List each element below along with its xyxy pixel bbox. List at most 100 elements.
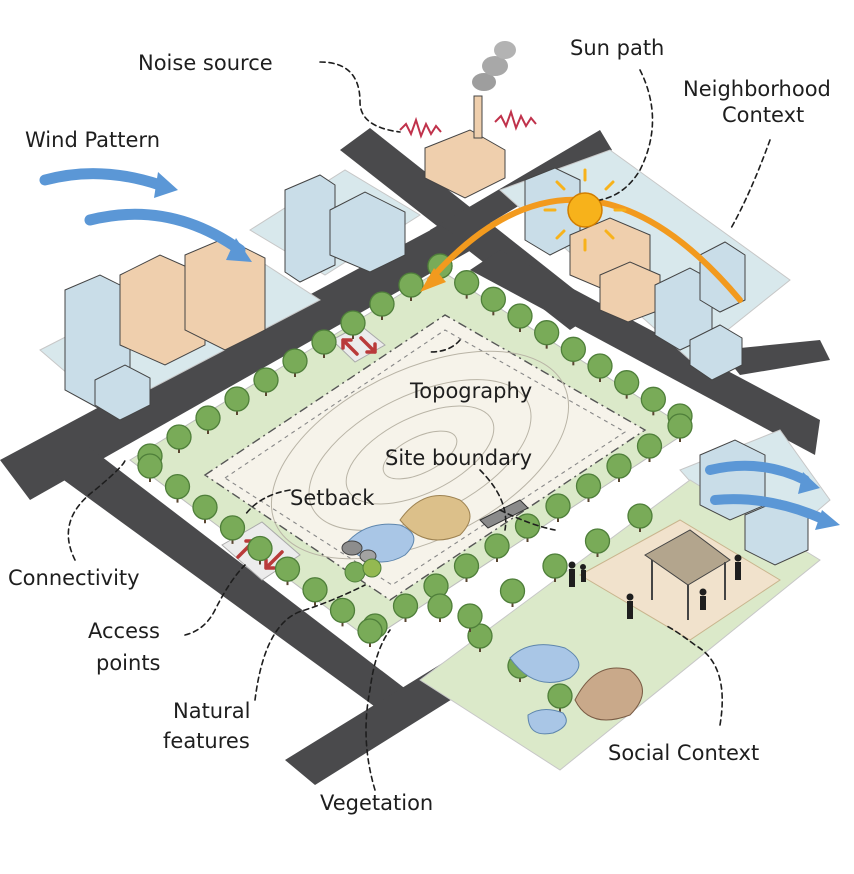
contour bbox=[345, 405, 495, 505]
tree bbox=[560, 336, 586, 362]
label-setback: Setback bbox=[290, 486, 375, 510]
label-noise-source: Noise source bbox=[138, 51, 273, 75]
tree bbox=[340, 310, 366, 336]
access-arrow bbox=[341, 338, 359, 356]
wind-arrow bbox=[84, 208, 246, 256]
buildings bbox=[64, 41, 809, 566]
road-east-main bbox=[470, 250, 820, 455]
wind-arrow-head bbox=[226, 238, 252, 262]
leader bbox=[664, 624, 723, 726]
leader bbox=[184, 564, 246, 636]
tree bbox=[514, 513, 541, 539]
wind-arrow-head bbox=[815, 510, 840, 530]
wind-arrow bbox=[710, 494, 830, 525]
tree bbox=[667, 413, 693, 439]
tree bbox=[614, 370, 640, 396]
building-blue bbox=[689, 324, 743, 381]
tree bbox=[329, 597, 356, 624]
gravel-mound bbox=[574, 667, 643, 721]
tree bbox=[627, 503, 653, 529]
setback-line bbox=[223, 329, 627, 586]
pavilion-roof bbox=[644, 529, 731, 586]
tree bbox=[606, 453, 632, 479]
wind-arrows bbox=[39, 168, 840, 530]
leader bbox=[244, 489, 291, 516]
label-access-points: points bbox=[96, 651, 161, 675]
smoke bbox=[482, 56, 508, 76]
labels: Noise source Sun path Neighborhood Conte… bbox=[8, 36, 831, 815]
leader bbox=[729, 139, 771, 231]
tree bbox=[542, 553, 568, 579]
access-arrow bbox=[359, 336, 377, 354]
site-sand-mound bbox=[399, 495, 471, 541]
shrub bbox=[362, 558, 382, 578]
tree bbox=[499, 578, 526, 604]
tree bbox=[636, 433, 663, 459]
wind-arrow bbox=[705, 460, 810, 485]
noise-wave bbox=[494, 108, 537, 131]
label-neighborhood: Neighborhood bbox=[683, 77, 831, 101]
tree bbox=[484, 533, 510, 559]
boulder bbox=[341, 540, 363, 556]
contour bbox=[382, 430, 458, 480]
footbridge bbox=[479, 499, 529, 529]
tree bbox=[164, 473, 191, 500]
building-tan bbox=[599, 261, 661, 323]
tree bbox=[457, 603, 483, 629]
social-park bbox=[509, 519, 781, 735]
factory-chimney bbox=[473, 95, 483, 139]
smoke bbox=[472, 73, 496, 91]
building-blue bbox=[329, 191, 406, 273]
tree bbox=[195, 405, 221, 431]
building-tower bbox=[284, 174, 336, 283]
tree bbox=[453, 553, 480, 579]
tree bbox=[584, 528, 611, 554]
tree bbox=[467, 623, 493, 649]
wind-arrow bbox=[39, 168, 166, 191]
label-natural: Natural bbox=[173, 699, 250, 723]
tree bbox=[192, 494, 218, 520]
tree bbox=[534, 320, 560, 346]
sun-icon bbox=[567, 192, 603, 228]
tree-rows bbox=[137, 253, 693, 712]
tree bbox=[247, 535, 273, 562]
tree bbox=[480, 286, 506, 312]
tree bbox=[166, 424, 192, 450]
label-social-context: Social Context bbox=[608, 741, 759, 765]
leader bbox=[254, 584, 366, 701]
building-tan bbox=[119, 254, 206, 366]
leader bbox=[479, 469, 507, 531]
tree bbox=[137, 453, 163, 479]
tree bbox=[369, 291, 395, 317]
sun-path bbox=[420, 168, 743, 303]
label-neighborhood-context: Context bbox=[722, 103, 804, 127]
tree bbox=[392, 593, 419, 619]
leader bbox=[319, 61, 401, 133]
tree bbox=[282, 348, 308, 374]
people bbox=[568, 554, 742, 619]
wind-arrow-head bbox=[798, 472, 820, 494]
road-south-west bbox=[50, 440, 420, 725]
tree bbox=[274, 556, 301, 582]
label-vegetation: Vegetation bbox=[320, 791, 433, 815]
noise-waves bbox=[399, 108, 537, 139]
wind-arrow-head bbox=[154, 172, 178, 198]
building-blue bbox=[699, 439, 766, 521]
road-west-main bbox=[0, 225, 475, 500]
factory-body bbox=[424, 129, 506, 199]
access-arrow bbox=[264, 550, 284, 570]
leader-lines bbox=[67, 61, 771, 791]
tree bbox=[311, 329, 337, 355]
tree bbox=[427, 593, 453, 619]
noise-wave bbox=[399, 116, 442, 139]
tree bbox=[587, 353, 613, 379]
leader bbox=[499, 509, 556, 531]
label-connectivity: Connectivity bbox=[8, 566, 140, 590]
label-natural-features: features bbox=[163, 729, 250, 753]
tree bbox=[219, 515, 246, 541]
tree bbox=[545, 493, 571, 519]
tree bbox=[640, 386, 666, 412]
tree bbox=[454, 270, 480, 296]
